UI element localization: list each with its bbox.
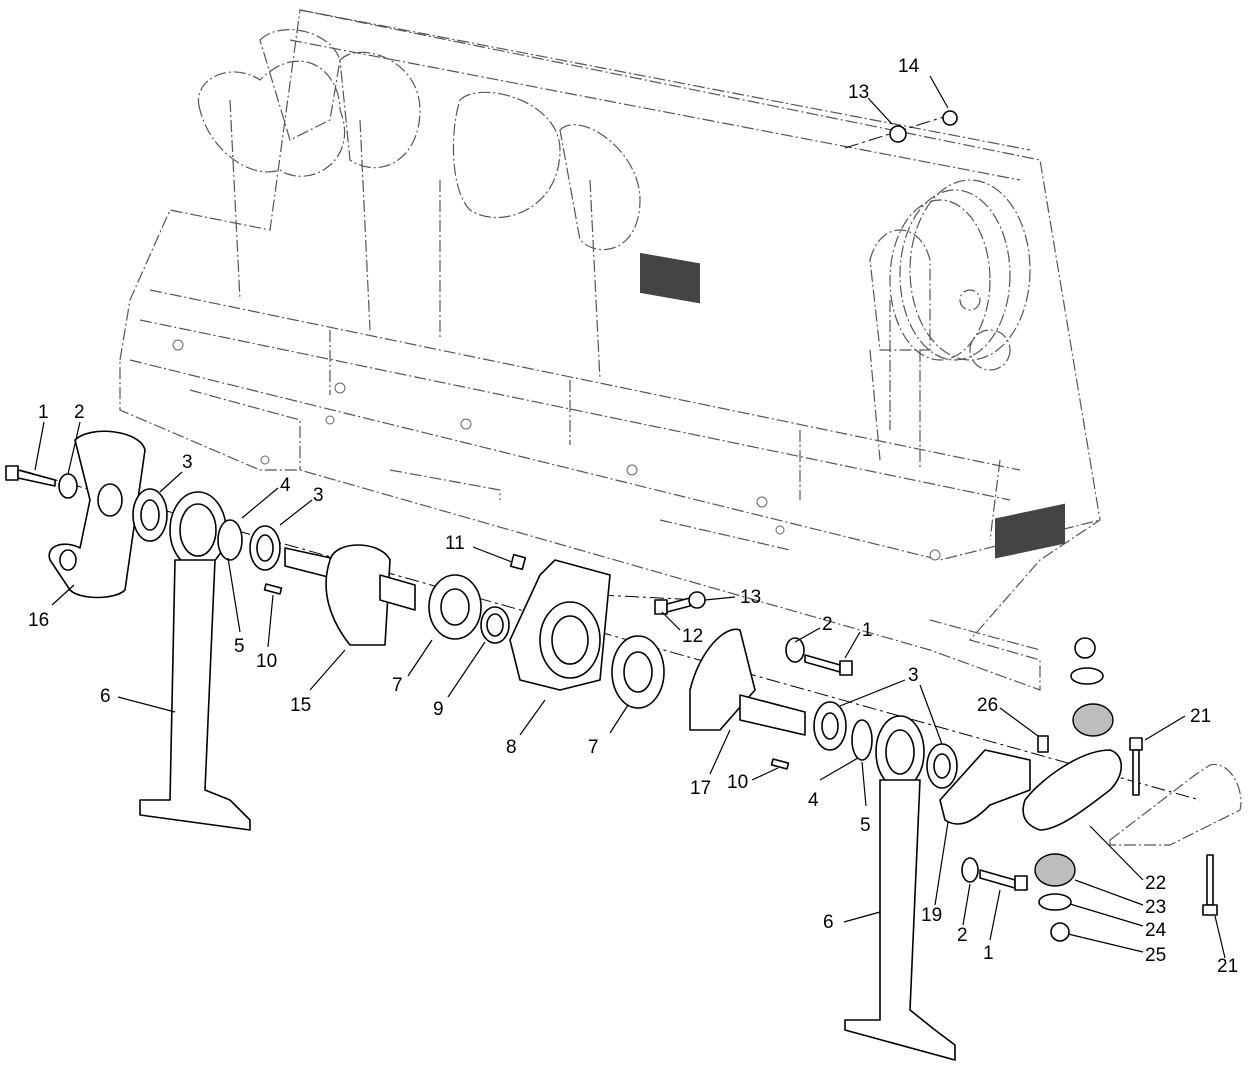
callout-26: 26 xyxy=(977,695,998,716)
callout-10: 10 xyxy=(256,651,277,672)
bracket-part-19 xyxy=(939,749,1031,825)
bolt-part-12 xyxy=(654,597,691,615)
callout-6: 6 xyxy=(100,686,111,707)
lever-arm-part-6a xyxy=(139,491,251,831)
callout-24: 24 xyxy=(1145,920,1167,941)
callout-1: 1 xyxy=(38,402,49,423)
nut-part-14 xyxy=(942,110,958,126)
snap-ring-part-4a xyxy=(217,519,243,561)
callout-21: 21 xyxy=(1190,706,1211,727)
crank-arm-part-17 xyxy=(689,628,806,736)
callout-8: 8 xyxy=(506,737,517,758)
callout-13: 13 xyxy=(740,587,761,608)
bearing-part-3b xyxy=(249,525,281,571)
bracket-part-16 xyxy=(48,430,146,599)
callout-17: 17 xyxy=(690,778,711,799)
leader-lines xyxy=(34,75,1226,959)
callout-10: 10 xyxy=(727,772,748,793)
frame-assembly-ghost xyxy=(119,9,1101,691)
key-part-10a xyxy=(263,583,283,595)
callout-19: 19 xyxy=(921,905,942,926)
callout-22: 22 xyxy=(1145,873,1166,894)
callout-7: 7 xyxy=(392,675,403,696)
isolator-mount-upper xyxy=(1070,637,1114,737)
key-part-10b xyxy=(770,758,790,770)
callout-23: 23 xyxy=(1145,897,1166,918)
bolt-part-21b xyxy=(1202,854,1218,916)
washer-part-2 xyxy=(58,473,78,499)
washer-part-13a xyxy=(688,591,706,609)
bolt-part-21a xyxy=(1129,737,1143,796)
parts-group xyxy=(5,110,1242,1061)
bolt-part-1 xyxy=(5,465,56,487)
callout-2: 2 xyxy=(74,402,85,423)
nut-part-25 xyxy=(1050,922,1070,942)
callout-11: 11 xyxy=(445,533,465,554)
callout-4: 4 xyxy=(808,790,819,811)
callout-3: 3 xyxy=(908,665,919,686)
bolt-part-26 xyxy=(1037,735,1049,753)
washer-part-2b xyxy=(785,637,805,663)
bearing-part-3d xyxy=(926,743,958,789)
bearing-part-3a xyxy=(132,488,168,542)
callout-12: 12 xyxy=(682,626,703,647)
washer-part-13b xyxy=(889,125,907,143)
crank-shaft-part-15 xyxy=(284,544,416,646)
pin-part-11 xyxy=(509,553,527,571)
callout-2: 2 xyxy=(822,614,833,635)
callout-4: 4 xyxy=(280,475,291,496)
mount-bracket-ghost xyxy=(1109,763,1242,846)
callout-7: 7 xyxy=(588,737,599,758)
callout-16: 16 xyxy=(28,610,49,631)
callout-14: 14 xyxy=(898,56,920,77)
spacer-part-9 xyxy=(480,606,510,644)
callout-25: 25 xyxy=(1145,945,1166,966)
lever-arm-part-6b xyxy=(844,715,956,1061)
bearing-part-3c xyxy=(813,701,847,751)
bolt-part-1c xyxy=(979,869,1028,891)
callout-3: 3 xyxy=(313,485,324,506)
callout-5: 5 xyxy=(860,815,871,836)
callout-9: 9 xyxy=(433,699,444,720)
callout-13: 13 xyxy=(848,82,869,103)
callout-2: 2 xyxy=(957,925,968,946)
bearing-part-7b xyxy=(611,635,665,709)
callout-3: 3 xyxy=(182,452,193,473)
callout-1: 1 xyxy=(983,943,994,964)
callout-5: 5 xyxy=(234,636,245,657)
washer-part-2c xyxy=(961,857,979,883)
callout-6: 6 xyxy=(823,912,834,933)
bearing-part-7a xyxy=(428,574,482,640)
bearing-housing-part-8 xyxy=(509,559,611,691)
callout-1: 1 xyxy=(862,620,873,641)
isolator-part-23 xyxy=(1034,853,1076,887)
washer-part-24 xyxy=(1038,893,1072,911)
callout-labels: 1 2 3 4 3 16 5 10 6 15 7 9 8 11 13 12 7 … xyxy=(28,56,1238,977)
callout-15: 15 xyxy=(290,695,311,716)
link-plate-part-22 xyxy=(1022,749,1123,831)
callout-21: 21 xyxy=(1217,956,1238,977)
snap-ring-part-4b xyxy=(851,719,873,761)
bolt-part-1b xyxy=(804,654,853,676)
